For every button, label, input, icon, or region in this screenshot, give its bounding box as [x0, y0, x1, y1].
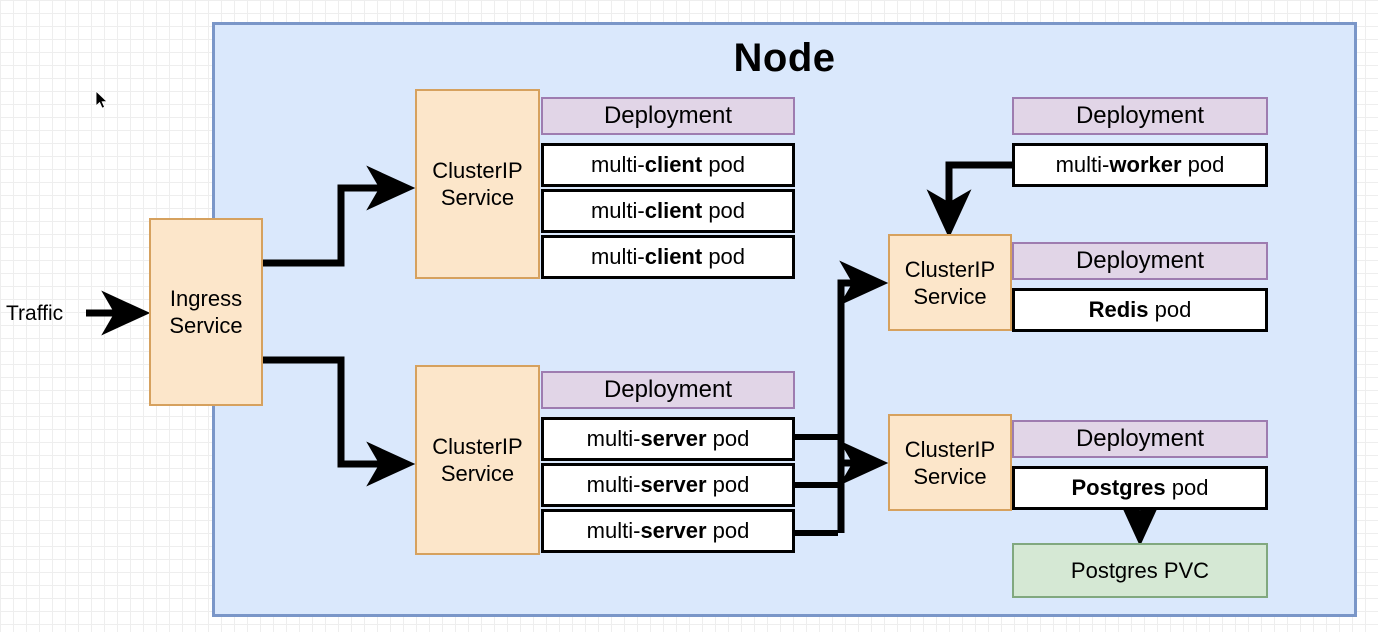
ingress-service-box[interactable]: Ingress Service [149, 218, 263, 406]
ingress-service-label: Ingress Service [169, 286, 243, 338]
redis-pod-text-1: Redis pod [1088, 297, 1192, 322]
postgres-deployment-header: Deployment [1012, 420, 1268, 458]
server-pod-row-2[interactable]: multi-server pod [541, 463, 795, 507]
server-pod-text-2: multi-server pod [586, 472, 750, 497]
server-pod-row-1[interactable]: multi-server pod [541, 417, 795, 461]
postgres-pod-text-1: Postgres pod [1071, 475, 1209, 500]
clusterip-service-server-label: ClusterIP Service [432, 434, 523, 486]
client-pod-row-2[interactable]: multi-client pod [541, 189, 795, 233]
clusterip-service-client-label: ClusterIP Service [432, 158, 523, 210]
client-deployment-header: Deployment [541, 97, 795, 135]
client-pod-text-2: multi-client pod [590, 198, 746, 223]
worker-deployment-header: Deployment [1012, 97, 1268, 135]
clusterip-service-postgres-label: ClusterIP Service [904, 436, 996, 489]
server-pod-row-3[interactable]: multi-server pod [541, 509, 795, 553]
redis-pod-row-1[interactable]: Redis pod [1012, 288, 1268, 332]
postgres-pod-row-1[interactable]: Postgres pod [1012, 466, 1268, 510]
worker-pod-row-1[interactable]: multi-worker pod [1012, 143, 1268, 187]
node-title: Node [733, 36, 836, 80]
postgres-pvc-box[interactable]: Postgres PVC [1012, 543, 1268, 598]
client-pod-row-3[interactable]: multi-client pod [541, 235, 795, 279]
clusterip-service-redis-box[interactable]: ClusterIP Service [888, 234, 1012, 331]
redis-deployment-header: Deployment [1012, 242, 1268, 280]
mouse-cursor [95, 90, 109, 109]
server-deployment-header: Deployment [541, 371, 795, 409]
clusterip-service-redis-label: ClusterIP Service [904, 256, 996, 309]
client-pod-text-3: multi-client pod [590, 244, 746, 269]
server-pod-text-1: multi-server pod [586, 426, 750, 451]
clusterip-service-server-box[interactable]: ClusterIP Service [415, 365, 540, 555]
client-pod-row-1[interactable]: multi-client pod [541, 143, 795, 187]
worker-pod-text-1: multi-worker pod [1055, 152, 1225, 177]
client-pod-text-1: multi-client pod [590, 152, 746, 177]
clusterip-service-client-box[interactable]: ClusterIP Service [415, 89, 540, 279]
server-pod-text-3: multi-server pod [586, 518, 750, 543]
traffic-label: Traffic [6, 302, 64, 325]
clusterip-service-postgres-box[interactable]: ClusterIP Service [888, 414, 1012, 511]
